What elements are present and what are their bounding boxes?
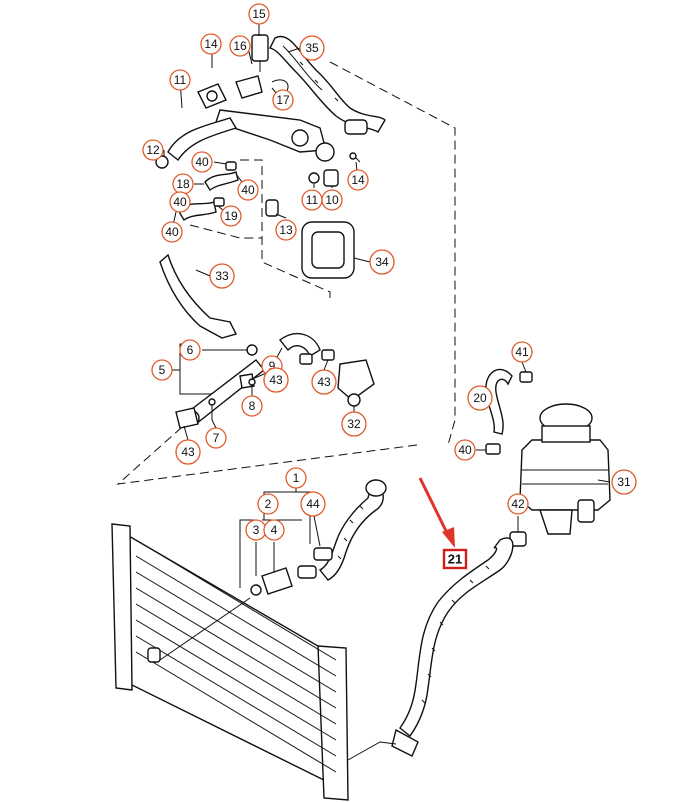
lower-assembly [111, 479, 514, 801]
svg-text:19: 19 [224, 209, 238, 223]
callout-41: 41 [511, 341, 533, 363]
svg-text:14: 14 [204, 37, 218, 51]
svg-text:16: 16 [233, 39, 247, 53]
callout-3: 3 [245, 519, 267, 541]
reservoir-assembly [485, 368, 611, 547]
callout-40: 40 [237, 179, 259, 201]
svg-text:4: 4 [271, 523, 278, 537]
callout-1: 1 [285, 467, 307, 489]
svg-text:43: 43 [269, 373, 283, 387]
svg-text:9: 9 [269, 359, 276, 373]
thermostat-housing [337, 359, 375, 401]
callout-43: 43 [311, 369, 337, 395]
svg-text:40: 40 [195, 155, 209, 169]
svg-text:20: 20 [473, 391, 487, 405]
callout-43: 43 [175, 439, 201, 465]
callout-17: 17 [272, 89, 294, 111]
highlighted-callout-21: 21 [442, 548, 468, 570]
connector-housing [235, 75, 263, 99]
svg-text:32: 32 [347, 417, 361, 431]
callout-10: 10 [321, 189, 343, 211]
svg-text:5: 5 [159, 363, 166, 377]
svg-text:12: 12 [146, 143, 160, 157]
callout-16: 16 [229, 35, 251, 57]
svg-text:41: 41 [515, 345, 529, 359]
svg-text:17: 17 [276, 93, 290, 107]
svg-text:11: 11 [174, 73, 187, 87]
svg-text:11: 11 [306, 193, 319, 207]
callout-15: 15 [248, 3, 270, 25]
svg-text:40: 40 [458, 443, 472, 457]
svg-text:13: 13 [279, 223, 293, 237]
svg-text:44: 44 [306, 497, 320, 511]
callout-6: 6 [179, 339, 201, 361]
svg-text:1: 1 [293, 471, 300, 485]
svg-text:7: 7 [213, 431, 220, 445]
callout-8: 8 [241, 395, 263, 417]
callout-4: 4 [263, 519, 285, 541]
hose-18 [204, 170, 239, 192]
fitting-2 [261, 567, 293, 595]
callout-12: 12 [142, 139, 164, 161]
callout-40: 40 [169, 191, 191, 213]
hose-44 [318, 481, 384, 581]
svg-text:34: 34 [375, 255, 389, 269]
callout-44: 44 [300, 491, 326, 517]
coolant-pipe [215, 109, 327, 153]
callout-32: 32 [341, 411, 367, 437]
svg-text:31: 31 [617, 475, 631, 489]
callout-11: 11 [301, 189, 323, 211]
temperature-sensor [251, 34, 269, 62]
callout-33: 33 [209, 263, 235, 289]
hose-20 [485, 368, 513, 435]
svg-text:3: 3 [253, 523, 260, 537]
callout-35: 35 [299, 35, 325, 61]
callout-31: 31 [611, 469, 637, 495]
callout-7: 7 [205, 427, 227, 449]
callout-40: 40 [161, 221, 183, 243]
svg-text:18: 18 [176, 177, 190, 191]
callout-18: 18 [172, 173, 194, 195]
svg-text:21: 21 [448, 552, 462, 567]
svg-text:33: 33 [215, 269, 229, 283]
callout-2: 2 [257, 493, 279, 515]
callout-43: 43 [263, 367, 289, 393]
svg-text:15: 15 [252, 7, 266, 21]
svg-text:42: 42 [511, 497, 525, 511]
hose-35 [268, 35, 386, 133]
callout-19: 19 [220, 205, 242, 227]
callout-14: 14 [200, 33, 222, 55]
callout-14: 14 [347, 169, 369, 191]
callout-34: 34 [369, 249, 395, 275]
dashed-boundaries [116, 61, 456, 485]
expansion-tank [519, 439, 611, 511]
callout-5: 5 [151, 359, 173, 381]
svg-text:10: 10 [325, 193, 339, 207]
pipe-33 [159, 253, 238, 339]
svg-text:40: 40 [165, 225, 179, 239]
svg-text:2: 2 [265, 497, 272, 511]
svg-text:8: 8 [249, 399, 256, 413]
callout-42: 42 [507, 493, 529, 515]
callout-11: 11 [169, 69, 191, 91]
callout-13: 13 [275, 219, 297, 241]
indicator-arrow [418, 477, 455, 548]
svg-text:35: 35 [305, 41, 319, 55]
svg-text:6: 6 [187, 343, 194, 357]
pipe-outlet [315, 142, 335, 162]
hose-9 [279, 332, 321, 358]
svg-text:43: 43 [317, 375, 331, 389]
hose-12 [167, 117, 238, 162]
callout-40: 40 [191, 151, 213, 173]
svg-text:14: 14 [351, 173, 365, 187]
callout-20: 20 [467, 385, 493, 411]
svg-text:43: 43 [181, 445, 195, 459]
svg-text:40: 40 [241, 183, 255, 197]
svg-text:40: 40 [173, 195, 187, 209]
hose-21 [399, 537, 514, 738]
callout-40: 40 [454, 439, 476, 461]
